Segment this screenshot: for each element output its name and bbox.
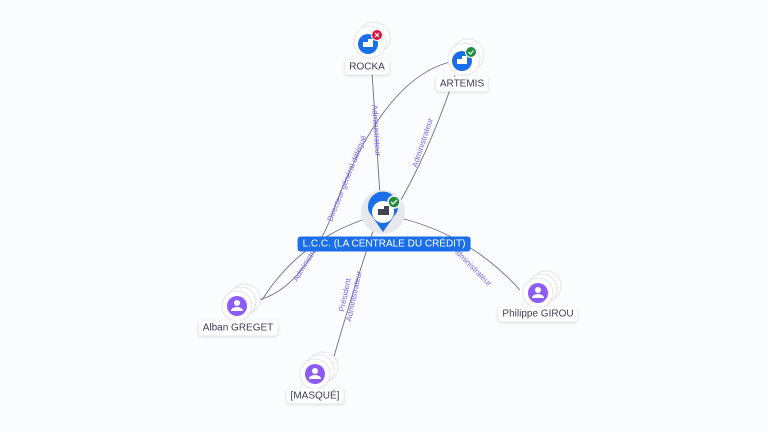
center-node[interactable] — [361, 190, 405, 234]
company-label-rocka[interactable]: ROCKA — [345, 59, 389, 75]
person-icon — [231, 300, 243, 311]
company-label-artemis[interactable]: ARTEMIS — [435, 76, 489, 92]
building-icon — [363, 39, 373, 47]
person-icon — [309, 368, 321, 379]
edge-label-artemis: Administrateur — [410, 116, 435, 168]
building-icon — [457, 56, 467, 64]
edge-label-philippe: Administrateur — [451, 245, 494, 288]
person-icon — [532, 287, 544, 298]
edge-label-rocka: Administrateur — [370, 105, 383, 157]
edge-alban-artemis — [257, 61, 451, 301]
center-node-label[interactable]: L.C.C. (LA CENTRALE DU CRÉDIT) — [297, 236, 471, 252]
building-icon — [378, 206, 389, 215]
person-node-philippe[interactable] — [522, 270, 562, 309]
person-label-masque[interactable]: [MASQUÉ] — [286, 388, 344, 404]
company-node-rocka[interactable] — [353, 21, 391, 59]
check-badge-icon — [465, 46, 477, 58]
person-node-alban[interactable] — [221, 283, 261, 322]
company-node-artemis[interactable] — [447, 38, 485, 76]
check-badge-icon — [387, 195, 401, 209]
person-node-masque[interactable] — [299, 351, 339, 390]
person-label-alban[interactable]: Alban GREGET — [198, 320, 278, 336]
person-label-philippe[interactable]: Philippe GIROU — [498, 306, 578, 322]
edge-rocka — [371, 71, 381, 196]
